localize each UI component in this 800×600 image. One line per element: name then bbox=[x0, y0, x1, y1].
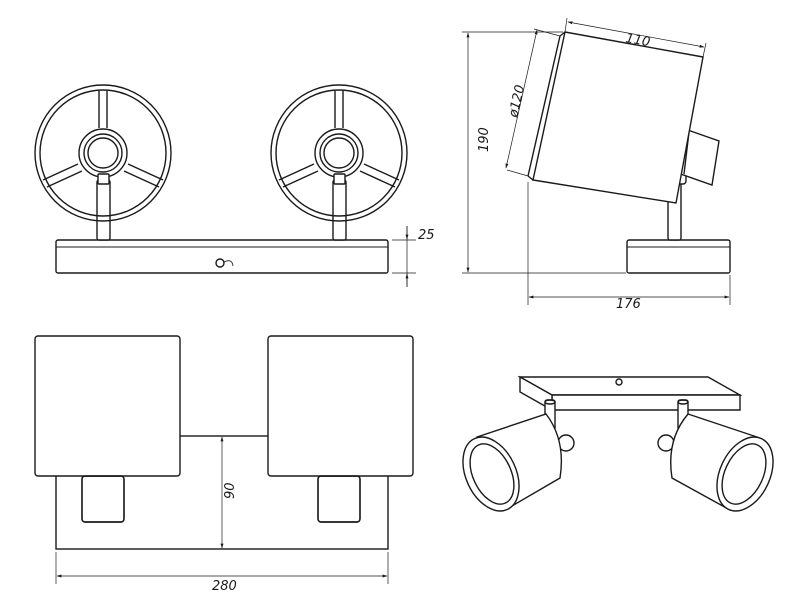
top-shade-left bbox=[34, 335, 181, 477]
dim-total-height: 190 bbox=[462, 31, 626, 274]
top-shade-right bbox=[267, 335, 414, 477]
dim-bar-depth: 90 bbox=[220, 436, 238, 549]
top-view: 90 280 bbox=[34, 335, 414, 594]
dim-base-height: 25 bbox=[392, 226, 435, 287]
dim-total-depth-label: 176 bbox=[616, 297, 641, 312]
iso-spot-left bbox=[462, 413, 575, 512]
iso-base-plate bbox=[517, 376, 743, 396]
iso-spot-right bbox=[657, 413, 774, 512]
dim-base-height-label: 25 bbox=[418, 228, 435, 243]
dim-total-height-label: 190 bbox=[477, 127, 492, 152]
side-base-plate bbox=[626, 239, 731, 274]
dim-total-width-label: 280 bbox=[212, 579, 237, 594]
dim-total-width: 280 bbox=[55, 552, 389, 594]
dim-shade-length: 110 bbox=[564, 17, 707, 58]
front-spot-right bbox=[270, 84, 408, 241]
dim-bar-depth-label: 90 bbox=[223, 482, 238, 499]
top-base-bar bbox=[55, 435, 389, 550]
side-view: 110 ø120 190 176 bbox=[462, 17, 731, 312]
cable-entry bbox=[215, 258, 225, 268]
front-spot-left bbox=[34, 84, 172, 241]
dim-total-depth: 176 bbox=[527, 182, 731, 312]
front-view: 25 bbox=[34, 84, 435, 287]
isometric-view bbox=[462, 375, 774, 512]
front-base-plate bbox=[55, 239, 389, 274]
dim-shade-length-label: 110 bbox=[624, 31, 651, 50]
side-shade bbox=[532, 31, 704, 204]
dim-shade-diameter: ø120 bbox=[505, 28, 561, 177]
dim-shade-diameter-label: ø120 bbox=[506, 84, 528, 120]
